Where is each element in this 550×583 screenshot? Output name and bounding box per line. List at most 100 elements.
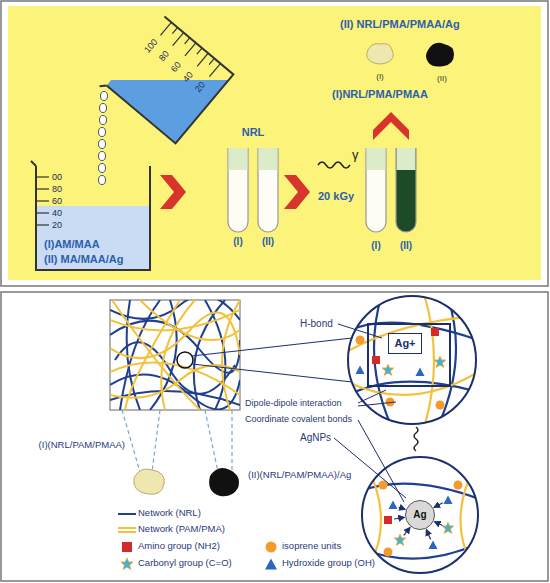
zoom-line-part bbox=[192, 338, 352, 356]
network-square-part-part-part bbox=[125, 300, 180, 410]
text-label: (II) bbox=[262, 236, 274, 248]
sample-blob-part bbox=[209, 468, 239, 496]
node-text: Ag bbox=[413, 509, 426, 521]
zoom-circle-top-part-part bbox=[434, 356, 445, 367]
pouring-beaker-part-part-part bbox=[197, 48, 202, 54]
text-label: 40 bbox=[52, 208, 62, 218]
legend-text: Hydroxide group (OH) bbox=[282, 558, 375, 569]
zoom-circle-bottom-part-part-part bbox=[404, 528, 410, 536]
zoom-circle-bottom-part-part-part bbox=[435, 522, 443, 526]
test-tube-part bbox=[259, 148, 278, 170]
leader-line-part bbox=[358, 420, 404, 502]
text-label: (II) NRL/PMA/PMAA/Ag bbox=[340, 18, 460, 31]
lower-beaker-part-part bbox=[37, 212, 49, 213]
text-label: 80 bbox=[52, 184, 62, 194]
network-square-part bbox=[177, 352, 193, 368]
lower-beaker-part bbox=[37, 177, 49, 225]
leader-line-part bbox=[334, 438, 406, 498]
arrow-chevron-part bbox=[284, 175, 310, 209]
pouring-beaker-part-part-part bbox=[185, 38, 190, 44]
test-tube-part bbox=[258, 148, 278, 232]
pouring-beaker-part-part-part bbox=[172, 28, 177, 34]
zoom-line-part bbox=[192, 364, 352, 382]
zoom-circle-bottom-part-part bbox=[384, 548, 393, 557]
zoom-circle-bottom bbox=[358, 457, 482, 573]
lower-beaker-part-part bbox=[37, 224, 49, 225]
text-label: (II)(NRL/PAM/PMAA)/Ag bbox=[248, 470, 351, 481]
zoom-circle-top-part-part bbox=[346, 294, 478, 428]
text-label: 00 bbox=[52, 172, 62, 182]
drops-part bbox=[100, 104, 107, 113]
particle-circle: Ag bbox=[405, 500, 435, 530]
zoom-circle-bottom-part-part-part bbox=[394, 517, 404, 519]
pouring-beaker-part-part bbox=[100, 82, 107, 89]
gamma-wave bbox=[318, 162, 350, 168]
legend-text: isoprene units bbox=[282, 541, 341, 552]
text-label: (I)NRL/PMA/PMAA bbox=[332, 88, 428, 101]
zoom-circle-top-part bbox=[348, 296, 476, 424]
network-square-part-part-part bbox=[161, 300, 195, 410]
ion-box: Ag+ bbox=[388, 333, 422, 354]
pouring-beaker-part bbox=[80, 80, 280, 180]
text-label: (II) bbox=[400, 240, 412, 252]
pouring-beaker-part-part-part bbox=[209, 58, 214, 64]
zoom-line bbox=[192, 338, 352, 382]
zoom-circle-bottom-part-part-part bbox=[399, 507, 405, 509]
zoom-circle-top-part-part bbox=[431, 328, 439, 336]
legend-line-sample bbox=[118, 531, 136, 533]
sample-blob bbox=[367, 43, 454, 67]
zoom-circle-top-part bbox=[346, 294, 478, 428]
pouring-beaker-part-part bbox=[107, 17, 234, 144]
legend-swatch bbox=[264, 540, 278, 554]
lower-beaker-part-part bbox=[37, 188, 49, 189]
pouring-beaker-part-part-part bbox=[185, 43, 196, 56]
text-label: (II) MA/MAA/Ag bbox=[44, 253, 123, 266]
network-square-part bbox=[110, 300, 240, 410]
node-text: Ag+ bbox=[394, 337, 415, 350]
legend-text: Carbonyl group (C=O) bbox=[138, 558, 232, 569]
arrow-chevron-part bbox=[373, 112, 409, 140]
zoom-circle-bottom-part-part bbox=[389, 501, 398, 510]
legend-swatch bbox=[120, 540, 134, 554]
drops-part bbox=[99, 152, 106, 161]
top-panel-part bbox=[1, 1, 548, 286]
text-label: 20 bbox=[52, 220, 62, 230]
legend-swatch-shape bbox=[265, 559, 277, 570]
pouring-beaker-part-part-part bbox=[173, 33, 184, 46]
drops-part bbox=[100, 116, 107, 125]
drops-part bbox=[99, 140, 106, 149]
arrow-chevron-part bbox=[160, 175, 186, 209]
zoom-circle-bottom-part-part bbox=[358, 468, 482, 565]
pouring-beaker-part-part-part bbox=[209, 64, 220, 77]
zoom-circle-bottom-part-part bbox=[429, 541, 438, 550]
test-tube-part bbox=[367, 148, 386, 170]
zoom-circle-top-part-part bbox=[416, 368, 425, 377]
sample-blob-part bbox=[134, 469, 164, 494]
network-square-part-part-part bbox=[222, 300, 240, 410]
text-label: AgNPs bbox=[300, 432, 331, 444]
zoom-circle-top bbox=[346, 294, 478, 428]
legend-text: Network (NRL) bbox=[138, 508, 201, 519]
zoom-circle-top-part-part bbox=[372, 356, 380, 364]
lower-beaker-part-part bbox=[37, 176, 49, 177]
text-label: (I) bbox=[376, 72, 384, 81]
test-tube-part bbox=[397, 148, 416, 170]
test-tube bbox=[228, 148, 416, 232]
leader-line-part bbox=[358, 390, 386, 403]
text-label: (I)AM/MAA bbox=[44, 238, 100, 251]
zoom-circle-top-part-part-part bbox=[424, 294, 434, 428]
gamma-wave bbox=[414, 427, 418, 451]
drops bbox=[99, 92, 108, 185]
legend-text: Network (PAM/PMA) bbox=[138, 524, 225, 535]
pouring-beaker-part-part-part bbox=[160, 22, 171, 35]
zoom-circle-bottom-part bbox=[362, 457, 478, 573]
pouring-beaker bbox=[80, 13, 280, 180]
zoom-circle-bottom-part-part bbox=[394, 534, 405, 545]
network-square-part-part-part bbox=[110, 312, 240, 358]
zoom-circle-bottom-part-part bbox=[442, 522, 453, 533]
lower-beaker bbox=[31, 161, 150, 270]
text-label: Coordinate covalent bonds bbox=[245, 414, 352, 424]
network-square-part-part bbox=[110, 300, 240, 410]
